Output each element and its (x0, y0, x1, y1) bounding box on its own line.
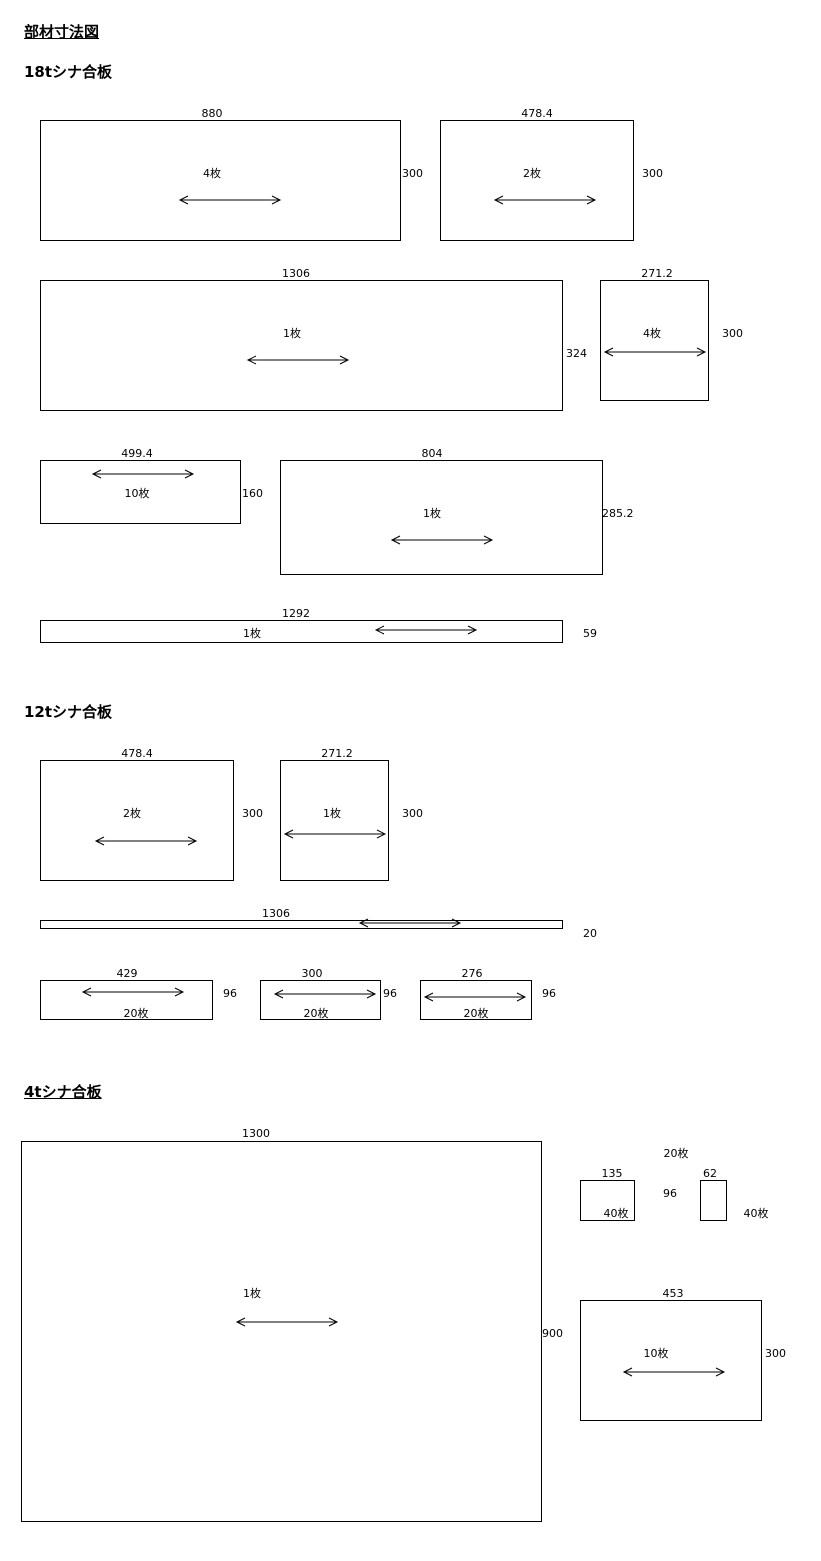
part-rect-s1-part3 (40, 980, 213, 1020)
width-label-s0-part3: 271.2 (641, 267, 673, 280)
section-heading-4t: 4tシナ合板 (24, 1083, 102, 1101)
part-rect-s0-part1 (440, 120, 634, 241)
width-label-s2-part0: 1300 (242, 1127, 270, 1140)
grain-arrow-s1-part5 (423, 992, 527, 1002)
count-label-s0-part4: 10枚 (125, 486, 150, 500)
grain-arrow-s0-part1 (493, 195, 597, 205)
count-label-s2-part0: 1枚 (243, 1286, 261, 1300)
part-rect-s0-part2 (40, 280, 563, 411)
part-rect-s2-part0 (21, 1141, 542, 1522)
count-label-s1-part5: 20枚 (464, 1006, 489, 1020)
height-label-s1-part4: 96 (383, 987, 397, 1000)
grain-arrow-s2-part3 (622, 1367, 726, 1377)
height-label-s1-part0: 300 (242, 807, 263, 820)
grain-arrow-s0-part5 (390, 535, 494, 545)
count-label-s2-part2: 40枚 (744, 1206, 769, 1220)
height-label-s1-part2: 20 (583, 927, 597, 940)
count-label-s0-part5: 1枚 (423, 506, 441, 520)
height-label-s2-part0: 900 (542, 1327, 563, 1340)
width-label-s2-part3: 453 (663, 1287, 684, 1300)
part-rect-s1-part5 (420, 980, 532, 1020)
part-rect-s2-part3 (580, 1300, 762, 1421)
part-rect-s0-part6 (40, 620, 563, 643)
height-label-s1-part3: 96 (223, 987, 237, 1000)
grain-arrow-s2-part0 (235, 1317, 339, 1327)
width-label-s1-part3: 429 (117, 967, 138, 980)
count-label-s0-part2: 1枚 (283, 326, 301, 340)
width-label-s0-part1: 478.4 (521, 107, 553, 120)
grain-arrow-s0-part6 (374, 625, 478, 635)
width-label-s0-part4: 499.4 (121, 447, 153, 460)
width-label-s0-part0: 880 (202, 107, 223, 120)
count-label-s1-part0: 2枚 (123, 806, 141, 820)
count-label-s2-part1: 40枚 (604, 1206, 629, 1220)
count-label-s2-part3: 10枚 (644, 1346, 669, 1360)
part-rect-s0-part0 (40, 120, 401, 241)
count-label-s0-part0: 4枚 (203, 166, 221, 180)
height-label-s0-part2: 324 (566, 347, 587, 360)
grain-arrow-s0-part2 (246, 355, 350, 365)
width-label-s1-part4: 300 (302, 967, 323, 980)
count-label-s1-part1: 1枚 (323, 806, 341, 820)
count-label-s0-part3: 4枚 (643, 326, 661, 340)
height-label-s2-part3: 300 (765, 1347, 786, 1360)
height-label-s0-part5: 285.2 (602, 507, 634, 520)
part-rect-s1-part2 (40, 920, 563, 929)
part-rect-s0-part4 (40, 460, 241, 524)
height-label-s0-part0: 300 (402, 167, 423, 180)
height-label-s1-part5: 96 (542, 987, 556, 1000)
part-rect-s0-part3 (600, 280, 709, 401)
grain-arrow-s1-part0 (94, 836, 198, 846)
count-label-s0-part6: 1枚 (243, 626, 261, 640)
width-label-s0-part2: 1306 (282, 267, 310, 280)
width-label-s0-part6: 1292 (282, 607, 310, 620)
section-heading-12t: 12tシナ合板 (24, 703, 113, 721)
height-label-s0-part3: 300 (722, 327, 743, 340)
part-rect-s0-part5 (280, 460, 603, 575)
shared-count-label-4t: 20枚 (664, 1146, 689, 1160)
grain-arrow-s1-part2 (358, 918, 462, 928)
height-label-s1-part1: 300 (402, 807, 423, 820)
part-rect-s2-part1 (580, 1180, 635, 1221)
height-label-s0-part6: 59 (583, 627, 597, 640)
width-label-s1-part5: 276 (462, 967, 483, 980)
part-rect-s1-part4 (260, 980, 381, 1020)
grain-arrow-s1-part1 (283, 829, 387, 839)
page-title: 部材寸法図 (24, 23, 100, 41)
width-label-s1-part0: 478.4 (121, 747, 153, 760)
grain-arrow-s0-part4 (91, 469, 195, 479)
section-heading-18t: 18tシナ合板 (24, 63, 113, 81)
height-label-s0-part1: 300 (642, 167, 663, 180)
width-label-s2-part1: 135 (602, 1167, 623, 1180)
count-label-s0-part1: 2枚 (523, 166, 541, 180)
grain-arrow-s0-part3 (603, 347, 707, 357)
height-label-s0-part4: 160 (242, 487, 263, 500)
width-label-s0-part5: 804 (422, 447, 443, 460)
shared-height-label-4t: 96 (663, 1187, 677, 1200)
grain-arrow-s0-part0 (178, 195, 282, 205)
part-rect-s1-part1 (280, 760, 389, 881)
grain-arrow-s1-part4 (273, 989, 377, 999)
width-label-s1-part1: 271.2 (321, 747, 353, 760)
part-rect-s1-part0 (40, 760, 234, 881)
count-label-s1-part4: 20枚 (304, 1006, 329, 1020)
part-rect-s2-part2 (700, 1180, 727, 1221)
width-label-s2-part2: 62 (703, 1167, 717, 1180)
grain-arrow-s1-part3 (81, 987, 185, 997)
width-label-s1-part2: 1306 (262, 907, 290, 920)
count-label-s1-part3: 20枚 (124, 1006, 149, 1020)
